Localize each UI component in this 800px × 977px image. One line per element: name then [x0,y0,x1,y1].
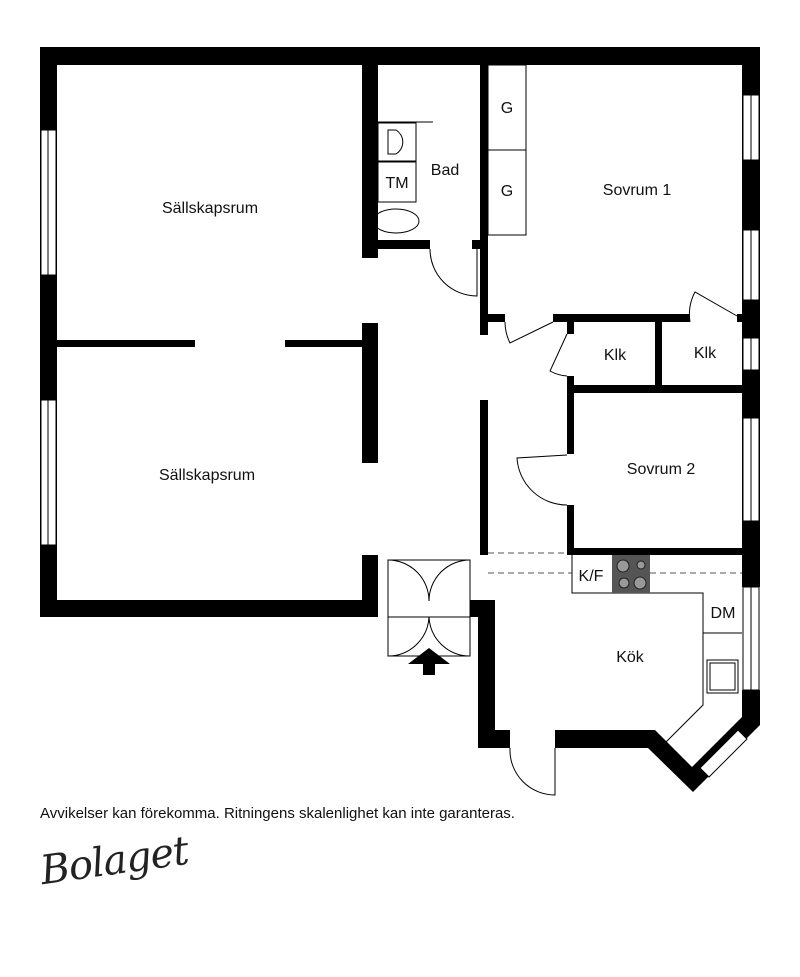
wardrobe-label-1: G [501,100,513,117]
fixtures [372,64,742,744]
room-label-kitchen: Kök [616,649,645,666]
room-label-living-bottom: Sällskapsrum [159,467,255,484]
wardrobe-label-2: G [501,183,513,200]
fridge-freezer-label: K/F [579,568,604,585]
room-label-bedroom-2: Sovrum 2 [627,461,696,478]
stove-icon [612,555,650,593]
dishwasher-label: DM [711,605,736,622]
windows [40,94,760,778]
room-label-bedroom-1: Sovrum 1 [603,182,672,199]
washer-label: TM [385,175,408,192]
doors [387,248,738,796]
room-label-bath: Bad [431,162,459,179]
room-label-closet-2: Klk [694,345,717,362]
room-label-living-top: Sällskapsrum [162,200,258,217]
walls [40,47,760,792]
entrance-arrow-icon [408,648,450,675]
room-label-closet-1: Klk [604,347,627,364]
disclaimer-text: Avvikelser kan förekomma. Ritningens ska… [40,805,515,822]
